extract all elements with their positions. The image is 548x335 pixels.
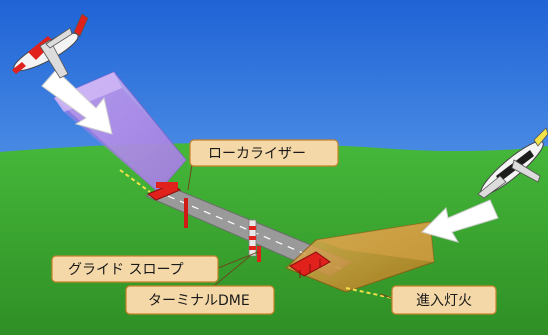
airplane-icon xyxy=(477,127,548,199)
approach-guide-line xyxy=(345,287,393,299)
arrow-icon xyxy=(421,199,499,243)
approach-beam xyxy=(285,221,435,293)
dme-tower xyxy=(248,219,257,257)
label-glide-slope-text: グライド スロープ xyxy=(68,262,184,278)
label-localizer: ローカライザー xyxy=(187,139,339,191)
label-terminal-dme: ターミナルDME xyxy=(125,255,275,315)
glide-slope-antenna xyxy=(257,246,261,262)
label-glide-slope: グライド スロープ xyxy=(51,251,259,283)
localizer-guide-line xyxy=(119,169,151,193)
localizer-antenna xyxy=(147,182,188,228)
label-localizer-text: ローカライザー xyxy=(208,146,306,162)
label-approach-lights-text: 進入灯火 xyxy=(416,293,472,309)
label-terminal-dme-text: ターミナルDME xyxy=(148,293,250,309)
label-approach-lights: 進入灯火 xyxy=(379,285,497,315)
approach-lights xyxy=(289,251,331,278)
airplane-icon xyxy=(12,13,89,79)
